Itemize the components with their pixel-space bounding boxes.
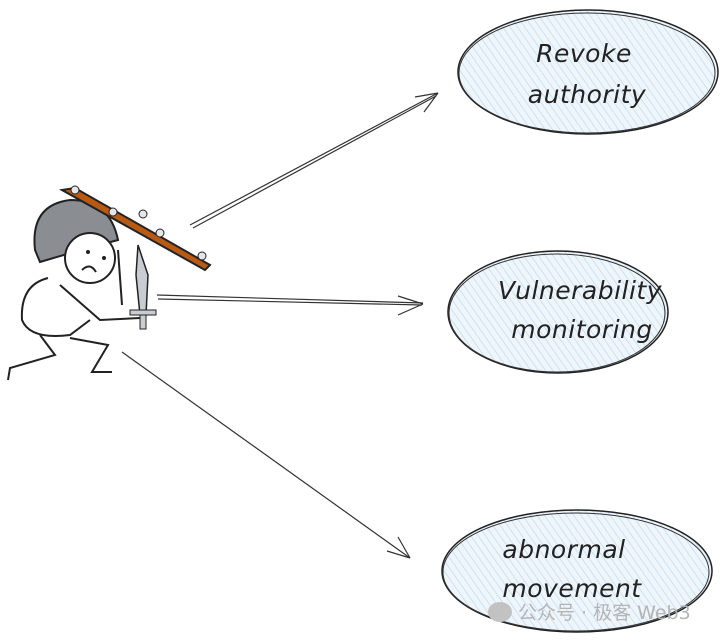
knight-character [7,185,212,381]
node-label-line2: monitoring [511,315,652,344]
node-label-line1: abnormal [502,535,625,564]
arrow-to-vulnerability-monitoring [156,294,424,316]
head [64,232,116,284]
wechat-icon [488,601,512,622]
shield [58,186,212,272]
node-revoke-authority[interactable]: Revoke authority [457,9,719,135]
sword [135,244,149,316]
node-label-line2: authority [528,80,647,109]
arrow-to-abnormal-movement [121,351,411,559]
node-abnormal-movement[interactable]: abnormal movement [441,509,713,633]
node-label-line1: Revoke [536,39,632,68]
node-label-line2: movement [502,574,642,603]
body [20,277,91,337]
arrows [121,92,439,559]
watermark-text: 公众号 · 极客 Web3 [518,602,691,624]
arrow-to-revoke-authority [189,92,439,229]
node-vulnerability-monitoring[interactable]: Vulnerability monitoring [447,250,669,374]
watermark: 公众号 · 极客 Web3 [488,598,691,625]
leg-right [69,337,112,373]
leg-left [7,334,57,381]
node-label-line1: Vulnerability [498,276,663,305]
